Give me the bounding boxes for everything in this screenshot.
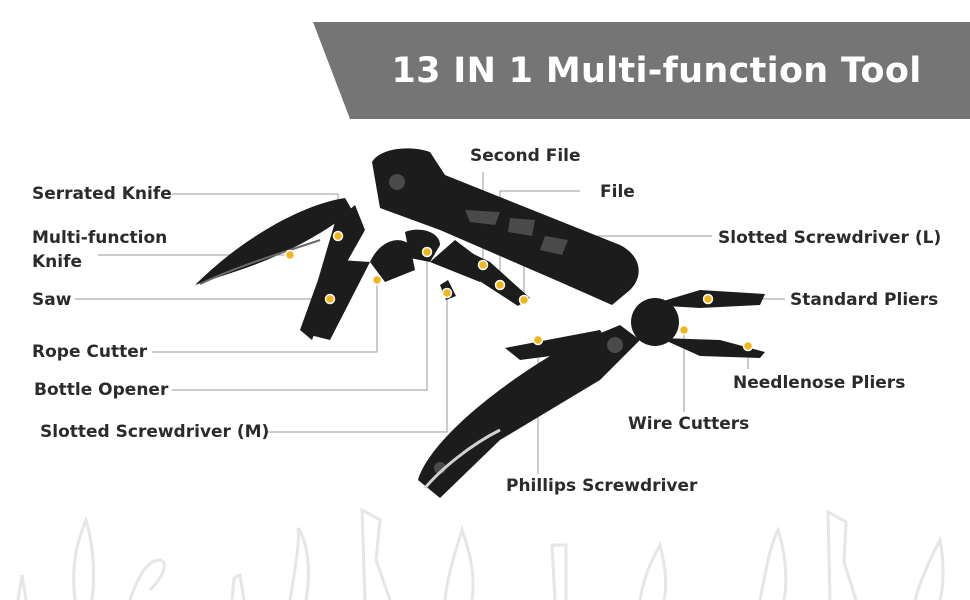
background-tool-outlines <box>16 507 945 600</box>
label-rope-cutter: Rope Cutter <box>32 342 148 362</box>
label-standard-pliers: Standard Pliers <box>790 290 939 310</box>
label-serrated-knife: Serrated Knife <box>32 184 172 204</box>
label-slotted-screwdriver-l: Slotted Screwdriver (L) <box>718 228 942 248</box>
label-multi-function-knife-line2: Knife <box>32 252 83 272</box>
label-file: File <box>600 182 635 202</box>
blade-edge-highlight <box>199 239 321 285</box>
label-wire-cutters: Wire Cutters <box>628 414 750 434</box>
multitool-body <box>195 148 765 498</box>
handle-edge-highlight <box>423 428 501 489</box>
label-slotted-screwdriver-m: Slotted Screwdriver (M) <box>40 422 270 442</box>
banner-title: 13 IN 1 Multi-function Tool <box>391 50 922 91</box>
label-phillips-screwdriver: Phillips Screwdriver <box>506 476 698 496</box>
callout-dots <box>284 230 754 352</box>
tool-highlights <box>389 174 623 474</box>
label-multi-function-knife-line1: Multi-function <box>32 228 168 248</box>
label-saw: Saw <box>32 290 72 310</box>
label-needlenose-pliers: Needlenose Pliers <box>733 373 906 393</box>
label-bottle-opener: Bottle Opener <box>34 380 169 400</box>
label-second-file: Second File <box>470 146 581 166</box>
title-banner: 13 IN 1 Multi-function Tool <box>313 22 970 119</box>
